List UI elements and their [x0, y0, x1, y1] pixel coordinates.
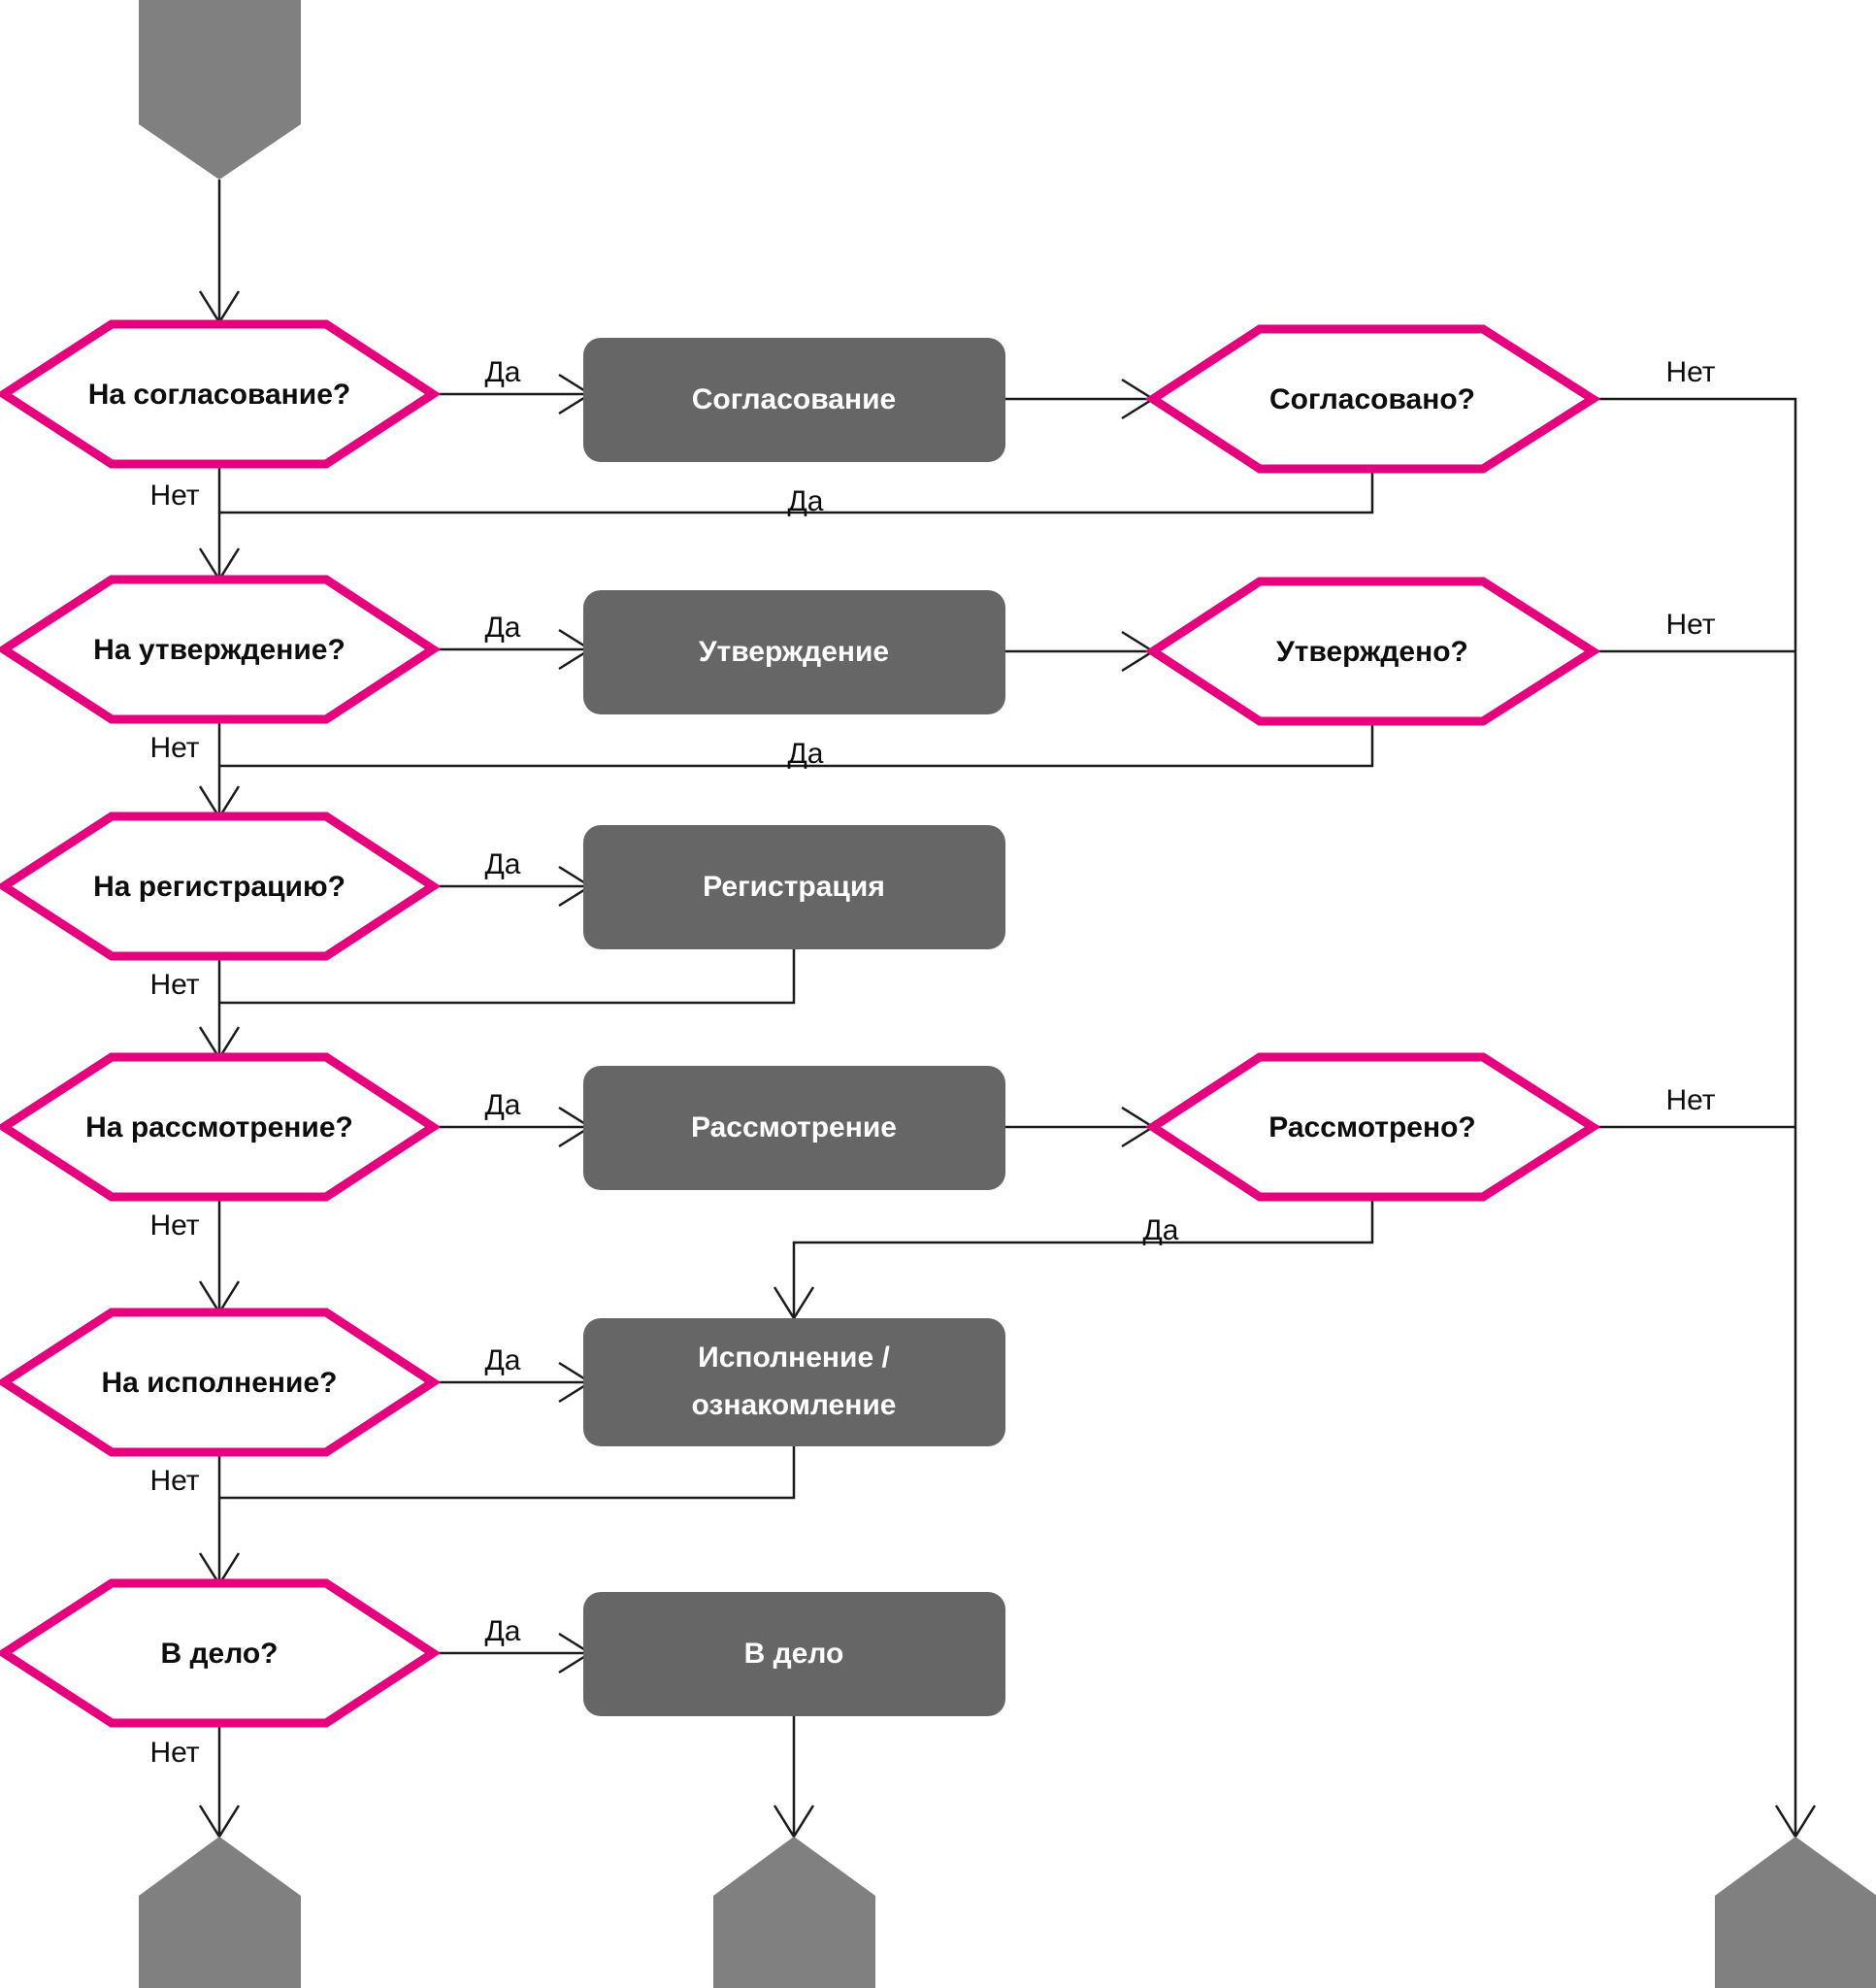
edge-p1-to-r1	[1005, 378, 1156, 420]
edge-label-d1-no: Нет	[149, 480, 199, 512]
process-registraciya-label: Регистрация	[703, 871, 885, 903]
edge-d3-to-d4	[198, 957, 241, 1061]
decision-utverzhdeno[interactable]: Утверждено?	[1144, 577, 1601, 726]
decision-na-registraciyu[interactable]: На регистрацию?	[0, 812, 442, 961]
decision-v-delo[interactable]: В дело?	[0, 1578, 442, 1728]
process-utverzhdenie[interactable]: Утверждение	[583, 590, 1005, 714]
decision-soglasovano[interactable]: Согласовано?	[1144, 324, 1601, 474]
edge-label-r2-yes: Да	[787, 738, 823, 770]
edge-label-d3-yes: Да	[484, 848, 520, 880]
process-rassmotrenie[interactable]: Рассмотрение	[583, 1066, 1005, 1190]
decision-na-utverzhdenie[interactable]: На утверждение?	[0, 575, 442, 724]
terminator-end-rejected[interactable]	[1715, 1837, 1876, 1988]
decision-na-soglasovanie[interactable]: На согласование?	[0, 319, 442, 469]
edge-d2-to-d3	[198, 720, 241, 820]
decision-rassmotreno[interactable]: Рассмотрено?	[1144, 1052, 1601, 1202]
edge-label-d5-yes: Да	[484, 1344, 520, 1376]
process-ispolnenie-oznakomlenie[interactable]: Исполнение / ознакомление	[583, 1318, 1005, 1446]
edge-d6-to-end1	[198, 1724, 241, 1839]
terminator-end-filed[interactable]	[713, 1837, 875, 1988]
edge-label-d4-no: Нет	[149, 1209, 199, 1242]
process-registraciya[interactable]: Регистрация	[583, 825, 1005, 949]
edge-d4-to-d5	[198, 1198, 241, 1315]
decision-utverzhdeno-label: Утверждено?	[1276, 636, 1468, 668]
process-ispolnenie-line1: Исполнение /	[698, 1342, 890, 1374]
process-v-delo-label: В дело	[744, 1638, 844, 1670]
decision-na-ispolnenie[interactable]: На исполнение?	[0, 1308, 442, 1457]
decision-soglasovano-label: Согласовано?	[1269, 383, 1475, 415]
edge-start-to-d1	[198, 180, 241, 325]
process-rassmotrenie-label: Рассмотрение	[691, 1111, 897, 1143]
decision-na-rassmotrenie-label: На рассмотрение?	[85, 1111, 353, 1143]
process-soglasovanie[interactable]: Согласование	[583, 338, 1005, 462]
edge-label-d2-no: Нет	[149, 732, 199, 764]
edge-label-d4-yes: Да	[484, 1089, 520, 1121]
edge-label-d5-no: Нет	[149, 1465, 199, 1497]
edge-p3-to-d4	[219, 947, 796, 1005]
edge-p6-to-end2	[773, 1714, 815, 1839]
decision-na-soglasovanie-label: На согласование?	[88, 379, 351, 411]
edge-d5-to-d6	[198, 1453, 241, 1587]
process-v-delo[interactable]: В дело	[583, 1592, 1005, 1716]
edge-label-d3-no: Нет	[149, 969, 199, 1001]
edge-label-d1-yes: Да	[484, 356, 520, 388]
edge-p5-to-d6	[219, 1444, 796, 1500]
edge-label-d2-yes: Да	[484, 612, 520, 644]
process-utverzhdenie-label: Утверждение	[699, 636, 889, 668]
terminator-start[interactable]	[139, 0, 301, 180]
edge-label-d6-yes: Да	[484, 1615, 520, 1647]
edge-p4-to-r4	[1005, 1106, 1156, 1148]
edge-d1-to-d2	[198, 465, 241, 582]
edge-p2-to-r2	[1005, 630, 1156, 673]
decision-rassmotreno-label: Рассмотрено?	[1268, 1111, 1476, 1143]
edge-label-r1-yes: Да	[787, 485, 823, 517]
edge-label-r2-no: Нет	[1665, 609, 1715, 641]
process-ispolnenie-line2: ознакомление	[692, 1389, 897, 1421]
edge-label-r4-yes: Да	[1142, 1214, 1178, 1246]
terminator-end-no-file[interactable]	[139, 1837, 301, 1988]
decision-v-delo-label: В дело?	[160, 1638, 278, 1670]
process-soglasovanie-label: Согласование	[692, 383, 896, 415]
edge-label-r4-no: Нет	[1665, 1084, 1715, 1116]
edge-r1-yes-to-d2	[219, 469, 1374, 514]
edge-r4-yes-to-p5	[773, 1198, 1374, 1321]
edge-r2-yes-to-d3	[219, 722, 1374, 768]
edge-label-r1-no: Нет	[1665, 356, 1715, 388]
decision-na-rassmotrenie[interactable]: На рассмотрение?	[0, 1052, 442, 1202]
decision-na-utverzhdenie-label: На утверждение?	[93, 634, 346, 666]
decision-na-ispolnenie-label: На исполнение?	[102, 1367, 338, 1399]
edge-label-d6-no: Нет	[149, 1737, 199, 1769]
decision-na-registraciyu-label: На регистрацию?	[93, 871, 346, 903]
